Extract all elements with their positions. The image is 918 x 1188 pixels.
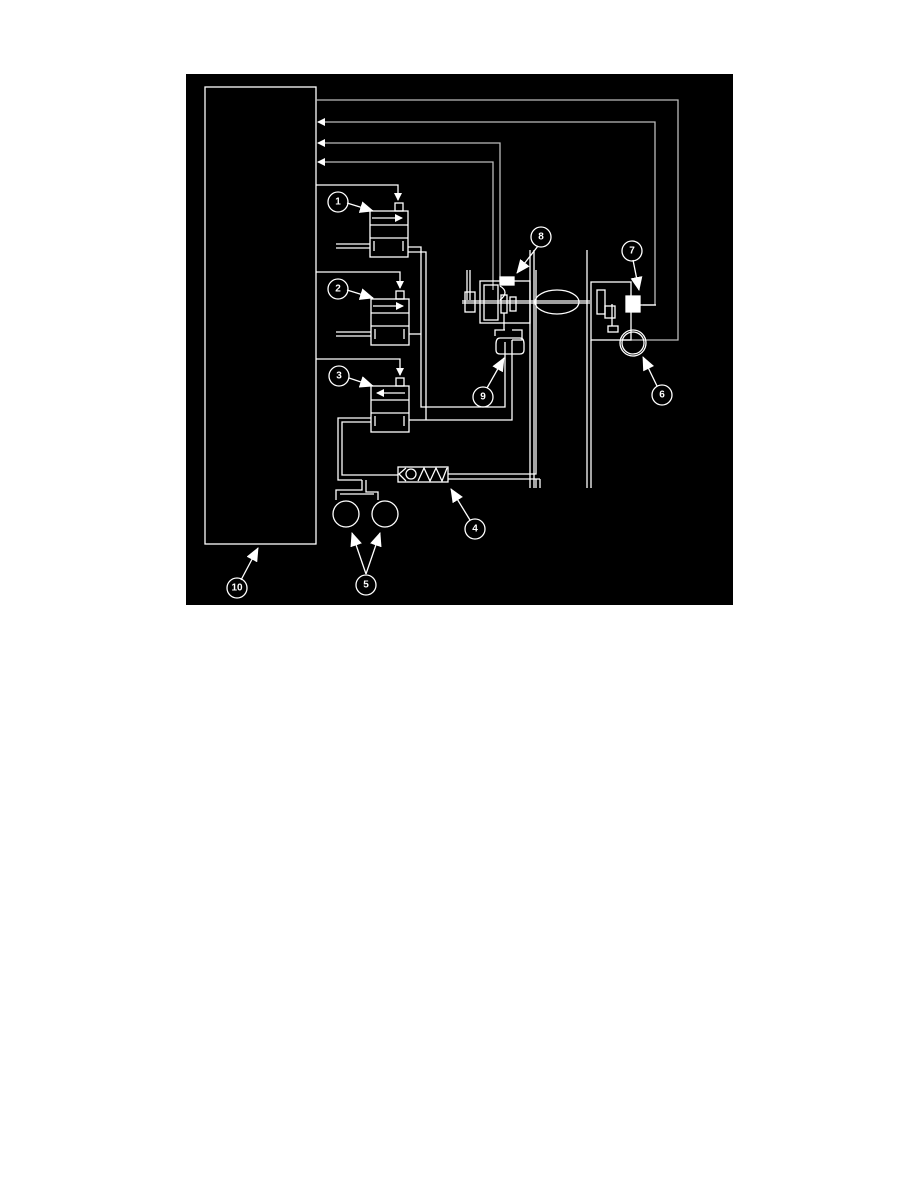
callout-3 bbox=[328, 365, 350, 387]
callout-label-2: 2 bbox=[335, 284, 341, 295]
callout-7 bbox=[621, 240, 643, 262]
callout-label-7: 7 bbox=[629, 246, 635, 257]
callout-label-5: 5 bbox=[363, 580, 369, 591]
callout-6 bbox=[651, 384, 673, 406]
callout-label-3: 3 bbox=[336, 371, 342, 382]
callout-4 bbox=[464, 518, 486, 540]
callout-2 bbox=[327, 278, 349, 300]
solenoid-valve-3 bbox=[337, 340, 513, 481]
actuator-assembly bbox=[462, 270, 590, 355]
callout-label-9: 9 bbox=[480, 392, 486, 403]
vacuum-reservoirs bbox=[332, 480, 399, 528]
sensor-assembly bbox=[590, 281, 656, 357]
callout-label-8: 8 bbox=[538, 232, 544, 243]
solenoid-valve-1 bbox=[336, 202, 506, 420]
system-schematic: 1 2 3 4 5 6 7 8 9 10 bbox=[204, 86, 679, 599]
callout-10 bbox=[226, 577, 248, 599]
shaft-coupling bbox=[534, 289, 580, 315]
round-sensor bbox=[621, 331, 645, 355]
solenoid-valve-2 bbox=[336, 290, 421, 346]
callout-label-10: 10 bbox=[231, 583, 243, 594]
position-sensor bbox=[625, 295, 641, 313]
check-valve bbox=[397, 270, 541, 488]
control-module bbox=[204, 86, 317, 545]
callout-1 bbox=[327, 191, 349, 213]
callout-8 bbox=[530, 226, 552, 248]
callout-label-1: 1 bbox=[335, 197, 341, 208]
diaphragm-actuator bbox=[495, 337, 525, 355]
diagram-panel: 1 2 3 4 5 6 7 8 9 10 bbox=[186, 74, 733, 605]
callout-label-6: 6 bbox=[659, 390, 665, 401]
callout-9 bbox=[472, 386, 494, 408]
callout-5 bbox=[355, 574, 377, 596]
callout-label-4: 4 bbox=[472, 524, 478, 535]
